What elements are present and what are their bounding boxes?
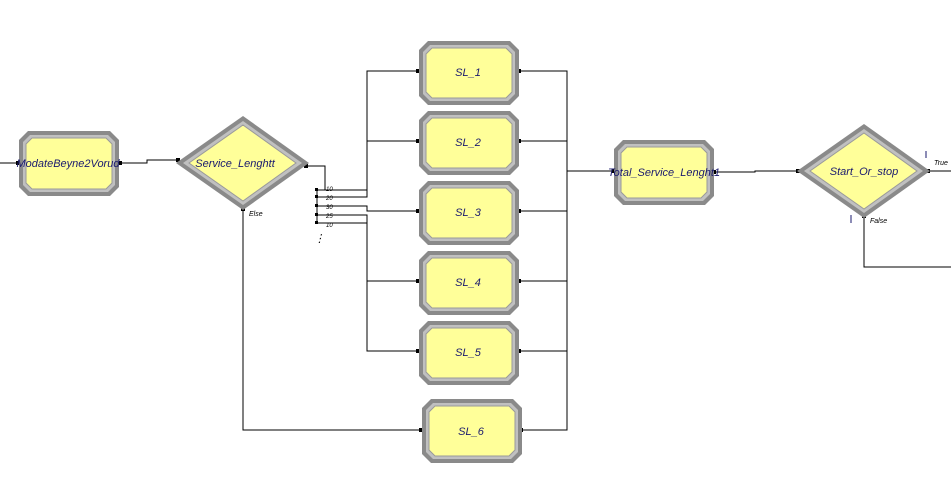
connector-modate-to-service[interactable]: [120, 159, 178, 164]
branch-labels: 10 20 30 25 10 ⋮ Else True False: [249, 160, 948, 245]
module-total-label: Total_Service_Lenght1: [608, 167, 720, 179]
connector-false-exit[interactable]: [863, 216, 951, 268]
connector-to-sl5[interactable]: [317, 222, 418, 352]
module-total-service[interactable]: Total_Service_Lenght1: [608, 140, 720, 205]
connector-to-sl1[interactable]: [317, 70, 418, 191]
connector-sl6-out[interactable]: [522, 351, 568, 431]
module-sl5-label: SL_5: [455, 347, 482, 359]
module-sl3-label: SL_3: [455, 207, 482, 219]
false-label: False: [870, 218, 887, 225]
decide-start-label: Start_Or_stop: [830, 166, 898, 178]
port-markers: [850, 151, 927, 223]
branch-pct-1: 10: [326, 187, 333, 193]
branch-pct-3: 30: [326, 205, 333, 211]
module-sl4-label: SL_4: [455, 277, 481, 289]
more-branches-marker: ⋮: [314, 233, 325, 245]
module-sl2-label: SL_2: [455, 137, 481, 149]
connector-service-out[interactable]: [306, 165, 326, 190]
module-sl5[interactable]: SL_5: [419, 321, 519, 385]
module-sl1-label: SL_1: [455, 67, 481, 79]
connector-to-sl2[interactable]: [317, 140, 418, 198]
connector-total-to-start[interactable]: [714, 170, 798, 173]
branch-pct-4: 25: [325, 214, 333, 220]
else-label: Else: [249, 211, 263, 218]
module-sl6-label: SL_6: [458, 426, 485, 438]
branch-pct-5: 10: [326, 223, 333, 229]
module-sl1[interactable]: SL_1: [419, 41, 519, 105]
connectors: [0, 70, 951, 431]
connector-else-to-sl6[interactable]: [242, 209, 421, 431]
module-modate-label: ModateBeyne2Vorud: [17, 158, 121, 170]
decide-service-lenghtt[interactable]: Service_Lenghtt: [176, 116, 309, 210]
connector-to-sl3[interactable]: [317, 205, 418, 212]
connector-sl1-out[interactable]: [519, 70, 568, 351]
module-modate[interactable]: ModateBeyne2Vorud: [17, 131, 121, 196]
module-sl2[interactable]: SL_2: [419, 111, 519, 175]
decide-service-label: Service_Lenghtt: [195, 158, 275, 170]
true-label: True: [934, 160, 948, 167]
module-sl6[interactable]: SL_6: [422, 399, 522, 463]
module-sl3[interactable]: SL_3: [419, 181, 519, 245]
decide-start-or-stop[interactable]: Start_Or_stop: [797, 124, 930, 218]
module-sl4[interactable]: SL_4: [419, 251, 519, 315]
branch-pct-2: 20: [325, 196, 333, 202]
